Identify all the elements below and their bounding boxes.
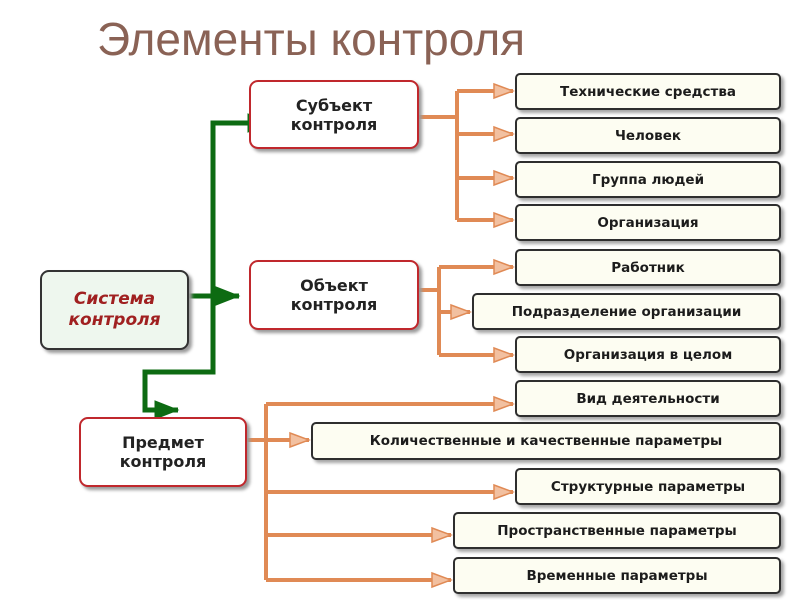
subject-item-technical-means: Технические средства (515, 73, 781, 110)
object-node: Объект контроля (249, 260, 419, 330)
matter-item-activity-type: Вид деятельности (515, 380, 781, 417)
matter-item-temporal-params: Временные параметры (453, 557, 781, 594)
matter-item-spatial-params: Пространственные параметры (453, 512, 781, 549)
bracket-matter (247, 404, 268, 580)
object-item-whole-organization: Организация в целом (515, 336, 781, 373)
orange-connectors (247, 91, 513, 580)
green-connectors (142, 113, 273, 420)
page-title: Элементы контроля (97, 13, 526, 65)
matter-node: Предмет контроля (79, 417, 247, 487)
object-item-department: Подразделение организации (472, 293, 781, 330)
object-item-employee: Работник (515, 249, 781, 286)
system-node: Система контроля (40, 270, 189, 350)
bracket-object (419, 267, 441, 355)
subject-node: Субъект контроля (249, 80, 419, 149)
matter-item-quant-qual-params: Количественные и качественные параметры (311, 422, 781, 460)
bracket-subject (419, 91, 459, 220)
connector-system-matter (142, 296, 216, 420)
subject-item-organization: Организация (515, 204, 781, 241)
matter-item-structural-params: Структурные параметры (515, 468, 781, 505)
subject-item-person: Человек (515, 117, 781, 154)
subject-item-group: Группа людей (515, 161, 781, 198)
